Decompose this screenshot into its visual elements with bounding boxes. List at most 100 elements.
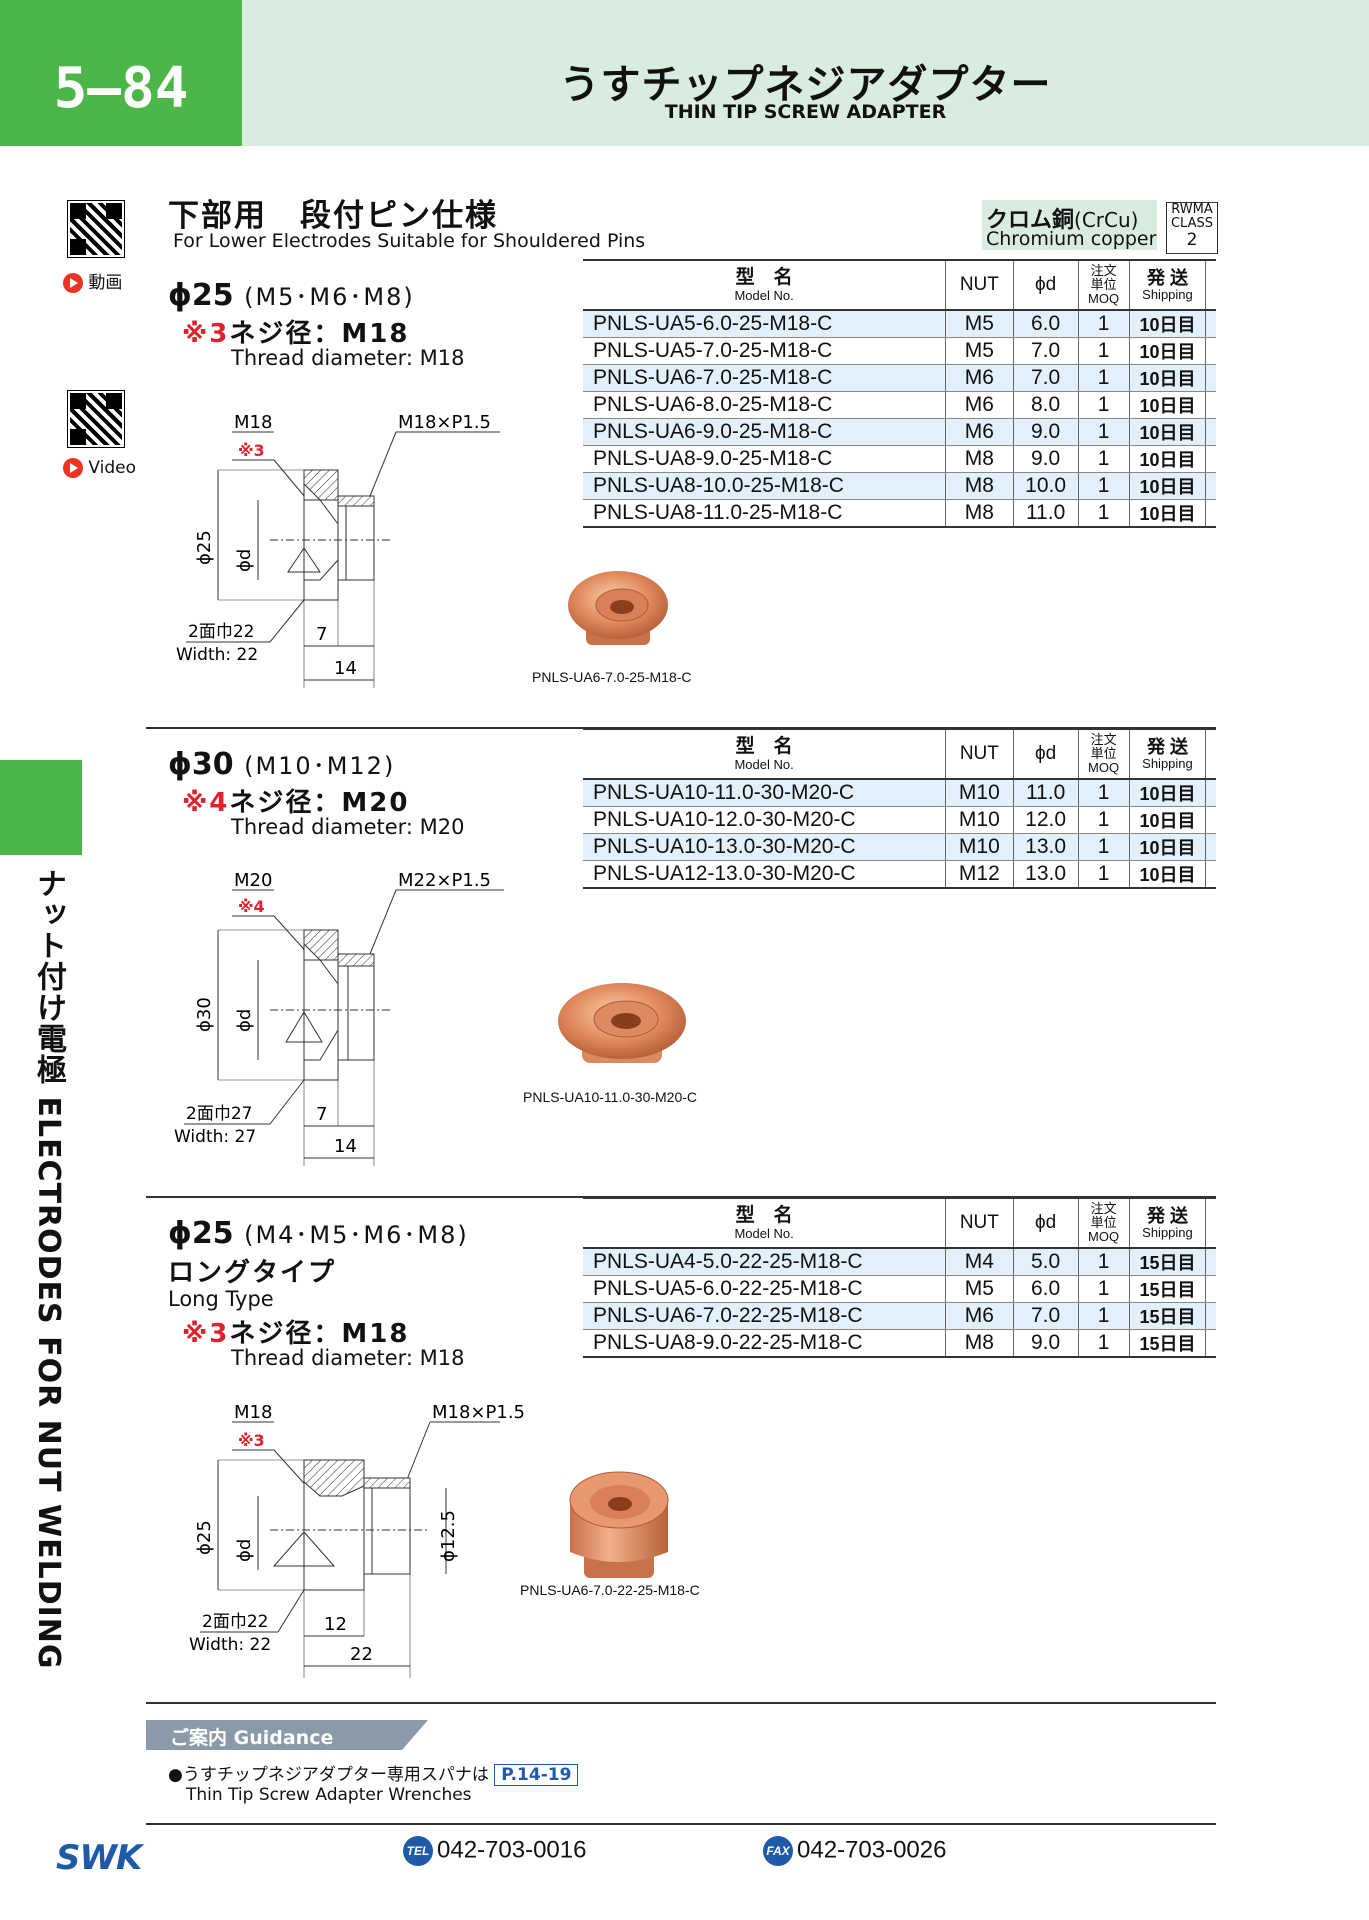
cell-d: 13.0 [1013,860,1079,889]
phone-icon: TEL [403,1836,433,1866]
cell-blank [1205,1329,1216,1358]
section-hatch [303,1459,365,1497]
drawing-pitch-label: M18×P1.5 [398,412,491,433]
leader-line [369,431,397,497]
col-nut: NUT [945,1197,1014,1249]
cell-moq: 1 [1078,418,1130,446]
col-moq-jp1: 注文 [1090,1201,1117,1216]
cell-shipping: 10日目 [1129,472,1207,500]
col-moq-jp2: 単位 [1090,1215,1117,1230]
cell-shipping: 15日目 [1129,1275,1207,1303]
drawing-dim2: 14 [334,658,357,679]
drawing-width-jp: 2面巾22 [202,1612,268,1632]
cell-moq: 1 [1078,806,1130,834]
guidance-title: ご案内 Guidance [170,1727,334,1749]
cell-moq: 1 [1078,391,1130,419]
cell-blank [1205,1302,1216,1330]
col-ship-jp: 発 送 [1146,737,1188,757]
guidance-item-jp: ●うすチップネジアダプター専用スパナは [168,1765,489,1785]
cell-model: PNLS-UA4-5.0-22-25-M18-C [583,1248,947,1276]
col-model-en: Model No. [734,288,794,303]
side-label-jp: ナット付け電極 [31,868,66,1085]
col-moq-jp2: 単位 [1090,746,1117,761]
page-subtitle: THIN TIP SCREW ADAPTER [664,101,947,123]
group-thread-jp: ※3ネジ径：M18 [182,313,409,350]
cell-shipping: 10日目 [1129,860,1207,889]
technical-drawing-2: M20 ※4 M22×P1.5 ϕ30 ϕd 2面巾27 Width: 27 7… [174,870,504,1166]
bore-outline [303,499,339,581]
cell-d: 5.0 [1013,1248,1079,1276]
drawing-d2-label: ϕ12.5 [438,1510,459,1562]
group-nut-sizes: (M10･M12) [244,752,396,780]
section-hatch [303,929,339,961]
cell-model: PNLS-UA6-8.0-25-M18-C [583,391,947,419]
cell-blank [1205,499,1216,528]
cell-shipping: 10日目 [1129,391,1207,419]
leader-line [405,1421,431,1483]
drawing-thread-label: M18 [234,1402,272,1423]
leader-line [269,599,305,643]
product-photo-3 [569,1471,669,1578]
side-label-en: ELECTRODES FOR NUT WELDING [31,1096,66,1670]
group-diameter-title: ϕ25 (M4･M5･M6･M8) [168,1215,469,1251]
cell-shipping: 10日目 [1129,833,1207,861]
qr-code-icon[interactable] [67,200,125,258]
video-link-en[interactable]: Video [63,458,136,478]
drawing-thread-label: M18 [234,412,272,433]
cell-model: PNLS-UA6-7.0-22-25-M18-C [583,1302,947,1330]
cell-blank [1205,779,1216,807]
qr-code-icon[interactable] [67,390,125,448]
thread-section [337,953,375,1061]
thread-diameter-jp: ネジ径：M18 [229,1319,410,1349]
thread-diameter-jp: ネジ径：M18 [229,319,410,349]
cell-moq: 1 [1078,779,1130,807]
cell-d: 7.0 [1013,364,1079,392]
product-photo-2 [558,983,686,1063]
cell-blank [1205,1275,1216,1303]
material-code: (CrCu) [1074,208,1139,232]
cell-nut: M8 [945,472,1014,500]
photo-caption: PNLS-UA10-11.0-30-M20-C [523,1089,698,1105]
tel-number: 042-703-0016 [437,1836,587,1864]
cone-mark [272,1531,336,1567]
drawing-dim2: 14 [334,1136,357,1157]
section-hatch [303,469,339,501]
video-label-en: Video [88,458,137,478]
cell-shipping: 10日目 [1129,806,1207,834]
col-moq-en: MOQ [1088,1229,1120,1244]
thread-diameter-en: Thread diameter: M20 [231,815,465,839]
col-moq-jp2: 単位 [1090,277,1117,292]
group-diameter: ϕ25 [168,1216,234,1251]
cell-moq: 1 [1078,833,1130,861]
group-diameter-title: ϕ25 (M5･M6･M8) [168,277,415,313]
cell-nut: M10 [945,806,1014,834]
col-model-jp: 型 名 [735,736,793,757]
thread-section [363,1477,411,1575]
cell-moq: 1 [1078,337,1130,365]
rwma-class-number: 2 [1186,230,1198,250]
product-photo-1 [568,571,668,645]
photo-caption: PNLS-UA6-7.0-22-25-M18-C [520,1582,700,1598]
cell-shipping: 10日目 [1129,310,1207,338]
col-ship-jp: 発 送 [1146,268,1188,288]
long-type-en: Long Type [168,1287,274,1311]
video-link-jp[interactable]: 動画 [63,268,122,293]
photo-hole [608,1497,632,1511]
col-moq-jp1: 注文 [1090,263,1117,278]
cell-model: PNLS-UA5-6.0-25-M18-C [583,310,947,338]
section-divider [146,1702,1216,1704]
page-reference-link[interactable]: P.14-19 [494,1764,579,1786]
cell-nut: M10 [945,833,1014,861]
cell-moq: 1 [1078,860,1130,889]
